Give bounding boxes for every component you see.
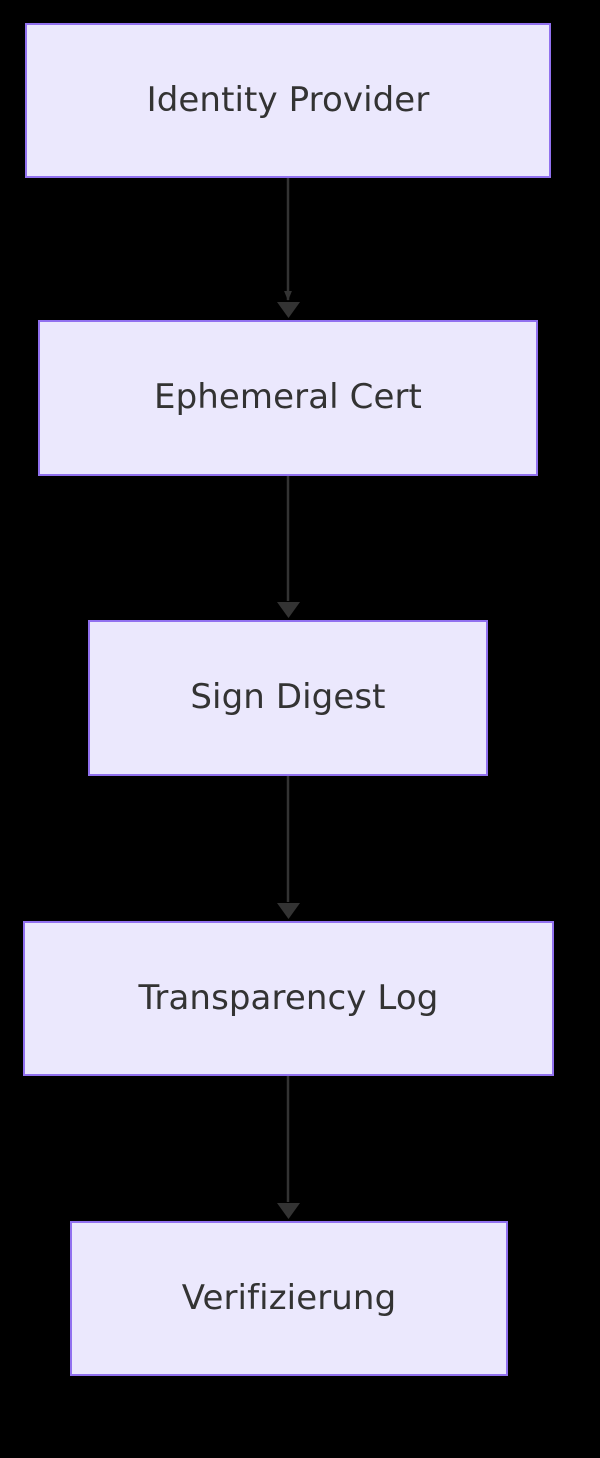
edge-cert-to-sign — [277, 476, 300, 618]
edge-log-to-verify — [277, 1076, 300, 1219]
node-verifizierung[interactable]: Verifizierung — [70, 1221, 508, 1376]
node-identity-provider[interactable]: Identity Provider — [25, 23, 551, 178]
node-transparency-log[interactable]: Transparency Log — [23, 921, 554, 1076]
node-label: Identity Provider — [146, 79, 430, 120]
node-sign-digest[interactable]: Sign Digest — [88, 620, 488, 776]
node-label: Transparency Log — [138, 977, 439, 1018]
node-ephemeral-cert[interactable]: Ephemeral Cert — [38, 320, 538, 476]
node-label: Verifizierung — [181, 1277, 397, 1318]
edge-idp-to-cert — [277, 178, 300, 318]
node-label: Sign Digest — [190, 677, 386, 718]
edge-sign-to-log — [277, 776, 300, 919]
node-label: Ephemeral Cert — [153, 377, 422, 418]
